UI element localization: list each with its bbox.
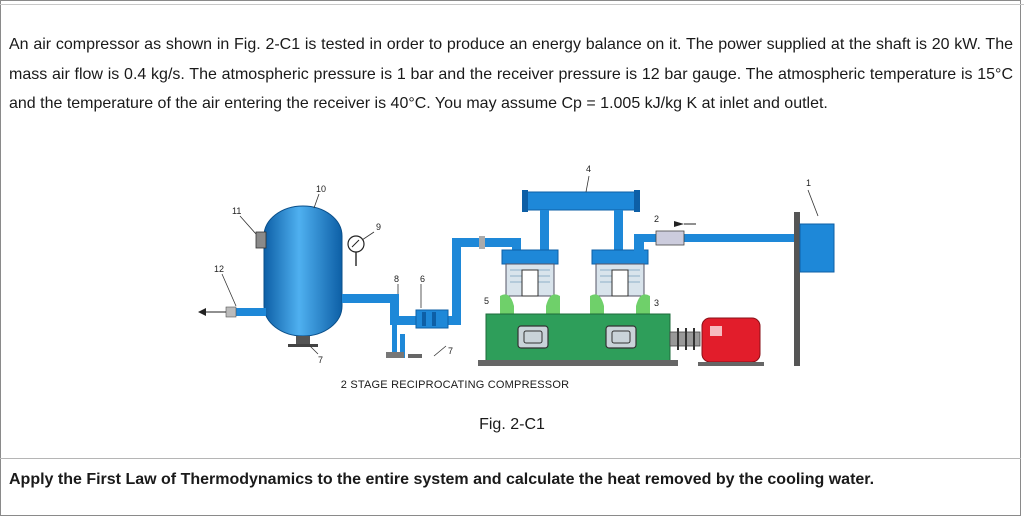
leader-lines xyxy=(221,175,819,357)
compressor-diagram: 1 2 3 4 5 6 7 7 8 9 10 11 12 xyxy=(198,164,835,366)
receiver-tank xyxy=(263,205,343,347)
diagram-caption: 2 STAGE RECIPROCATING COMPRESSOR xyxy=(340,379,570,391)
number-4: 4 xyxy=(586,164,591,174)
crankcase-base xyxy=(478,313,678,366)
number-2: 2 xyxy=(654,214,659,224)
problem-statement: An air compressor as shown in Fig. 2-C1 … xyxy=(9,36,1013,112)
question-divider xyxy=(0,458,1021,459)
number-9: 9 xyxy=(376,222,381,232)
number-10: 10 xyxy=(316,184,326,194)
pressure-gauge xyxy=(347,235,365,266)
number-7b: 7 xyxy=(448,346,453,356)
number-3: 3 xyxy=(654,298,659,308)
intake-box xyxy=(674,212,835,366)
number-8: 8 xyxy=(394,274,399,284)
number-11: 11 xyxy=(232,206,241,216)
figure-label: Fig. 2-C1 xyxy=(479,416,545,433)
inlet-pipe xyxy=(634,230,794,260)
part-numbers: 1 2 3 4 5 6 7 7 8 9 10 11 12 xyxy=(214,164,811,365)
safety-valve xyxy=(255,231,267,249)
delivery-pipework xyxy=(342,236,521,358)
top-divider xyxy=(0,4,1024,5)
number-5: 5 xyxy=(484,296,489,306)
number-1: 1 xyxy=(806,178,811,188)
outlet-pipe xyxy=(198,306,266,318)
number-7a: 7 xyxy=(318,355,323,365)
intercooler-header xyxy=(522,190,640,250)
number-12: 12 xyxy=(214,264,224,274)
coupling xyxy=(669,328,701,350)
stage-one-cylinder xyxy=(500,249,560,316)
electric-motor xyxy=(698,317,764,366)
number-6: 6 xyxy=(420,274,425,284)
question-text: Apply the First Law of Thermodynamics to… xyxy=(9,471,875,488)
